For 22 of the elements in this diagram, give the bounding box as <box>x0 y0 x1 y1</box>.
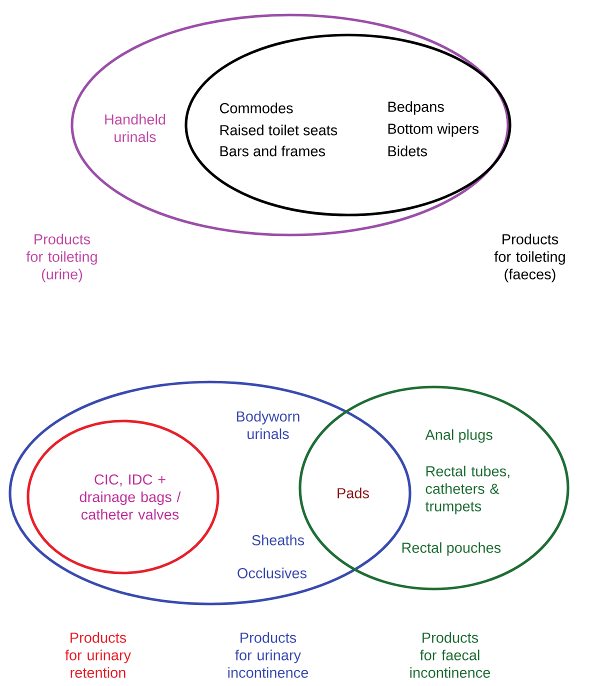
category-label: Products for toileting (faeces) <box>494 234 565 282</box>
category-label: Products for faecal incontinence <box>410 632 490 678</box>
item-text: Rectal pouches <box>402 542 501 556</box>
overlap-label: Pads <box>338 488 369 498</box>
item-text: Bidets <box>388 146 427 156</box>
item-text: Handheld urinals <box>105 114 166 142</box>
item-text: Anal plugs <box>425 429 492 443</box>
item-text: Bars and frames <box>220 146 326 156</box>
item-text: Commodes <box>220 102 293 114</box>
category-label: Products for urinary incontinence <box>228 632 308 678</box>
item-text: Bedpans <box>388 101 444 115</box>
category-label: Products for toileting (urine) <box>26 234 97 282</box>
item-text: Bottom wipers <box>388 123 479 137</box>
set-ellipse <box>184 34 512 216</box>
item-text: Bodyworn urinals <box>236 410 300 440</box>
item-text: Occlusives <box>238 568 307 578</box>
item-text: Sheaths <box>252 534 304 546</box>
item-text: CIC, IDC + drainage bags / catheter valves <box>80 474 181 520</box>
item-text: Rectal tubes, catheters & trumpets <box>425 466 510 514</box>
item-text: Raised toilet seats <box>220 124 338 136</box>
set-ellipse <box>26 420 220 574</box>
category-label: Products for urinary retention <box>65 632 131 678</box>
